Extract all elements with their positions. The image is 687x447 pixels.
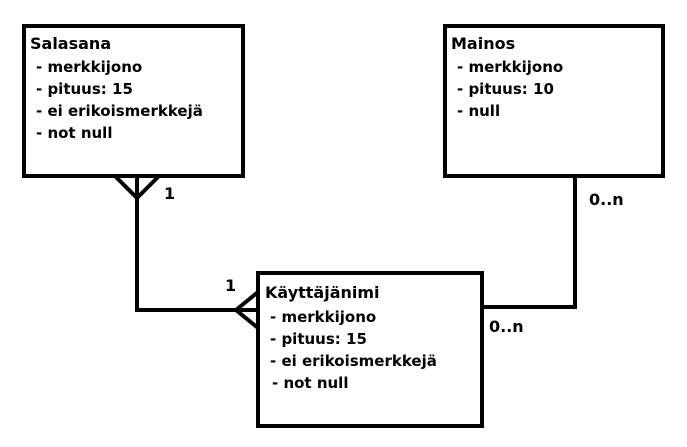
entity-salasana: Salasana - merkkijono - pituus: 15 - ei …	[22, 24, 245, 178]
entity-kayttajanimi-attr: - not null	[272, 374, 349, 392]
connector-mainos-kayttajanimi	[482, 176, 577, 309]
connector-salasana-kayttajanimi	[135, 176, 258, 312]
entity-salasana-attr: - pituus: 15	[36, 80, 133, 98]
entity-kayttajanimi-attr: - merkkijono	[270, 308, 377, 326]
cardinality-salasana: 1	[164, 184, 176, 203]
entity-mainos-attr: - merkkijono	[457, 58, 564, 76]
entity-mainos-name: Mainos	[451, 34, 516, 53]
crowsfoot-kayttajanimi-top	[234, 290, 260, 312]
entity-salasana-attr: - merkkijono	[36, 58, 143, 76]
cardinality-kayttajanimi-mainos: 0..n	[489, 317, 524, 336]
crowsfoot-salasana-right	[135, 174, 161, 200]
crowsfoot-kayttajanimi-bottom	[234, 308, 260, 330]
entity-kayttajanimi-name: Käyttäjänimi	[265, 283, 380, 302]
cardinality-mainos: 0..n	[589, 190, 624, 209]
entity-mainos-attr: - null	[457, 102, 501, 120]
entity-mainos-attr: - pituus: 10	[457, 80, 554, 98]
entity-salasana-name: Salasana	[30, 34, 112, 53]
entity-kayttajanimi-attr: - pituus: 15	[270, 330, 367, 348]
crowsfoot-salasana-left	[113, 174, 139, 200]
entity-kayttajanimi: Käyttäjänimi - merkkijono - pituus: 15 -…	[256, 271, 484, 428]
entity-salasana-attr: - ei erikoismerkkejä	[36, 102, 203, 120]
entity-kayttajanimi-attr: - ei erikoismerkkejä	[270, 352, 437, 370]
cardinality-kayttajanimi-salasana: 1	[225, 276, 237, 295]
entity-mainos: Mainos - merkkijono - pituus: 10 - null	[443, 24, 665, 178]
entity-salasana-attr: - not null	[36, 124, 113, 142]
